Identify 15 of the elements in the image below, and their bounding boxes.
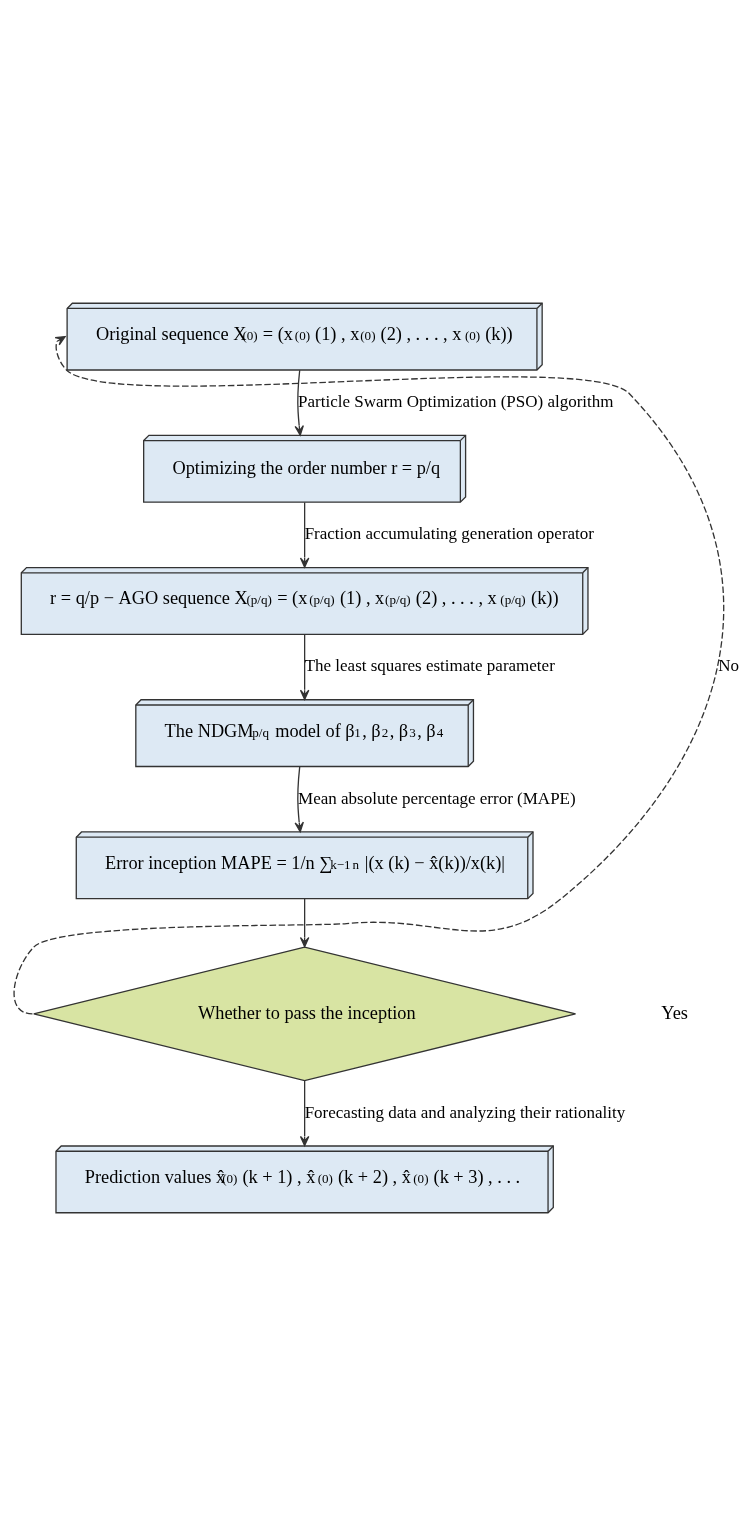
edge-label: The least squares estimate parameter: [304, 656, 555, 676]
node-diamond: Whether to pass the inception: [33, 946, 577, 1082]
arrow: [294, 369, 304, 436]
arrow: [294, 766, 304, 833]
arrow: [299, 633, 310, 701]
arrow: [299, 501, 310, 568]
label: Yes: [661, 1002, 688, 1023]
arrow: [299, 898, 310, 948]
edge-label: No: [718, 656, 739, 676]
edge-label: Fraction accumulating generation operator: [304, 524, 594, 544]
edge-label: Particle Swarm Optimization (PSO) algorithm: [298, 392, 614, 412]
arrow: [299, 1080, 310, 1147]
edge-label: Mean absolute percentage error (MAPE): [298, 788, 576, 808]
arrow: [13, 335, 725, 1015]
edge-label: Forecasting data and analyzing their rationality: [304, 1102, 626, 1122]
